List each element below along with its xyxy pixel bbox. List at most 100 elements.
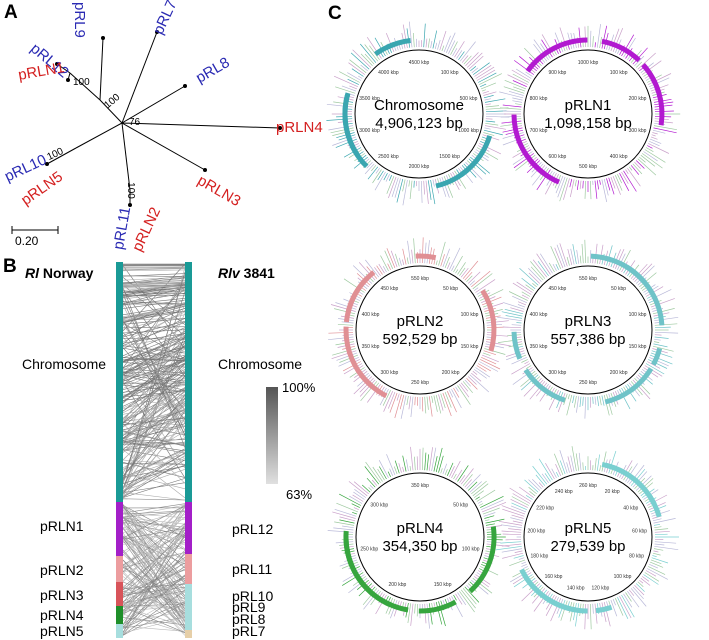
circular-map-name: pRLN1 xyxy=(564,97,612,114)
synteny-link xyxy=(122,404,186,482)
kbp-tick-label: 300 kbp xyxy=(370,503,388,509)
feature-mark xyxy=(452,48,458,57)
circular-map-name: pRLN5 xyxy=(564,520,612,537)
feature-mark xyxy=(423,23,426,48)
feature-mark xyxy=(653,341,660,343)
circular-map-name: pRLN4 xyxy=(396,520,444,537)
feature-mark xyxy=(479,143,502,155)
feature-mark xyxy=(563,178,570,200)
synteny-link xyxy=(122,613,186,634)
feature-mark xyxy=(390,250,398,268)
kbp-tick-label: 350 kbp xyxy=(530,344,548,350)
feature-mark xyxy=(579,180,582,190)
feature-mark xyxy=(532,283,537,288)
feature-mark xyxy=(477,363,491,372)
feature-mark xyxy=(536,169,551,191)
synteny-link xyxy=(122,478,186,498)
feature-mark xyxy=(446,391,457,413)
feature-mark xyxy=(472,370,478,375)
feature-mark xyxy=(619,249,631,271)
feature-mark xyxy=(426,603,430,629)
feature-mark xyxy=(653,518,676,524)
feature-mark xyxy=(654,541,677,544)
feature-mark xyxy=(528,267,542,283)
feature-mark xyxy=(601,395,605,406)
synteny-link xyxy=(122,582,186,607)
synteny-link xyxy=(122,285,186,287)
synteny-link xyxy=(122,340,186,385)
feature-mark xyxy=(467,271,481,284)
feature-mark xyxy=(518,557,525,560)
synteny-left-label: pRLN1 xyxy=(40,518,84,534)
feature-mark xyxy=(332,136,357,146)
feature-mark xyxy=(621,171,629,184)
feature-mark xyxy=(533,39,549,61)
feature-mark xyxy=(589,30,592,48)
feature-mark xyxy=(353,507,359,511)
feature-mark xyxy=(512,295,527,304)
synteny-link xyxy=(122,278,186,285)
feature-mark xyxy=(518,486,535,498)
feature-mark xyxy=(383,391,394,412)
tree-leaf-label: pRLN4 xyxy=(276,119,323,136)
feature-mark xyxy=(472,483,489,497)
feature-mark xyxy=(510,505,527,513)
feature-mark xyxy=(529,381,546,400)
feature-mark xyxy=(440,254,445,267)
feature-mark xyxy=(499,107,522,110)
feature-mark xyxy=(539,379,544,384)
feature-mark xyxy=(482,352,491,356)
synteny-link xyxy=(122,372,186,428)
kbp-tick-label: 40 kbp xyxy=(623,506,638,512)
synteny-link xyxy=(122,591,186,607)
feature-mark xyxy=(455,269,459,274)
synteny-link xyxy=(122,449,186,479)
circular-map-size: 279,539 bp xyxy=(550,538,626,555)
feature-mark xyxy=(641,153,663,169)
backbone-circle xyxy=(355,265,485,395)
synteny-link xyxy=(122,562,186,598)
feature-mark xyxy=(528,272,541,284)
feature-mark xyxy=(408,396,412,410)
synteny-link xyxy=(122,318,186,325)
feature-mark xyxy=(502,104,522,108)
feature-mark xyxy=(426,240,430,264)
feature-mark xyxy=(525,495,533,500)
synteny-link xyxy=(122,539,186,595)
feature-mark xyxy=(512,100,523,103)
feature-mark xyxy=(637,158,657,176)
feature-mark xyxy=(501,543,522,547)
feature-mark xyxy=(453,473,457,480)
feature-mark xyxy=(339,516,356,522)
feature-mark xyxy=(353,376,373,395)
scale-bar-label: 0.20 xyxy=(15,234,39,248)
feature-mark xyxy=(567,456,573,473)
feature-mark xyxy=(645,363,665,375)
feature-mark xyxy=(592,36,594,48)
feature-mark xyxy=(555,175,564,194)
synteny-link xyxy=(122,535,186,565)
feature-mark xyxy=(477,570,483,574)
feature-mark xyxy=(652,552,661,556)
identity-legend-bar xyxy=(266,387,278,484)
synteny-link xyxy=(122,498,186,501)
feature-mark xyxy=(336,502,359,513)
feature-mark xyxy=(515,103,522,106)
feature-mark xyxy=(485,122,499,126)
synteny-link xyxy=(122,606,186,633)
feature-mark xyxy=(485,105,500,108)
feature-mark xyxy=(617,597,629,619)
feature-mark xyxy=(416,603,419,617)
feature-mark xyxy=(335,138,358,148)
feature-mark xyxy=(351,552,356,555)
feature-mark xyxy=(502,110,522,113)
kbp-tick-label: 150 kbp xyxy=(461,344,479,350)
tree-node xyxy=(45,162,49,166)
kbp-tick-label: 700 kbp xyxy=(530,128,548,134)
synteny-link xyxy=(122,516,186,569)
synteny-link xyxy=(122,504,186,568)
feature-mark xyxy=(634,161,641,169)
feature-mark xyxy=(608,450,617,474)
feature-mark xyxy=(481,354,499,363)
